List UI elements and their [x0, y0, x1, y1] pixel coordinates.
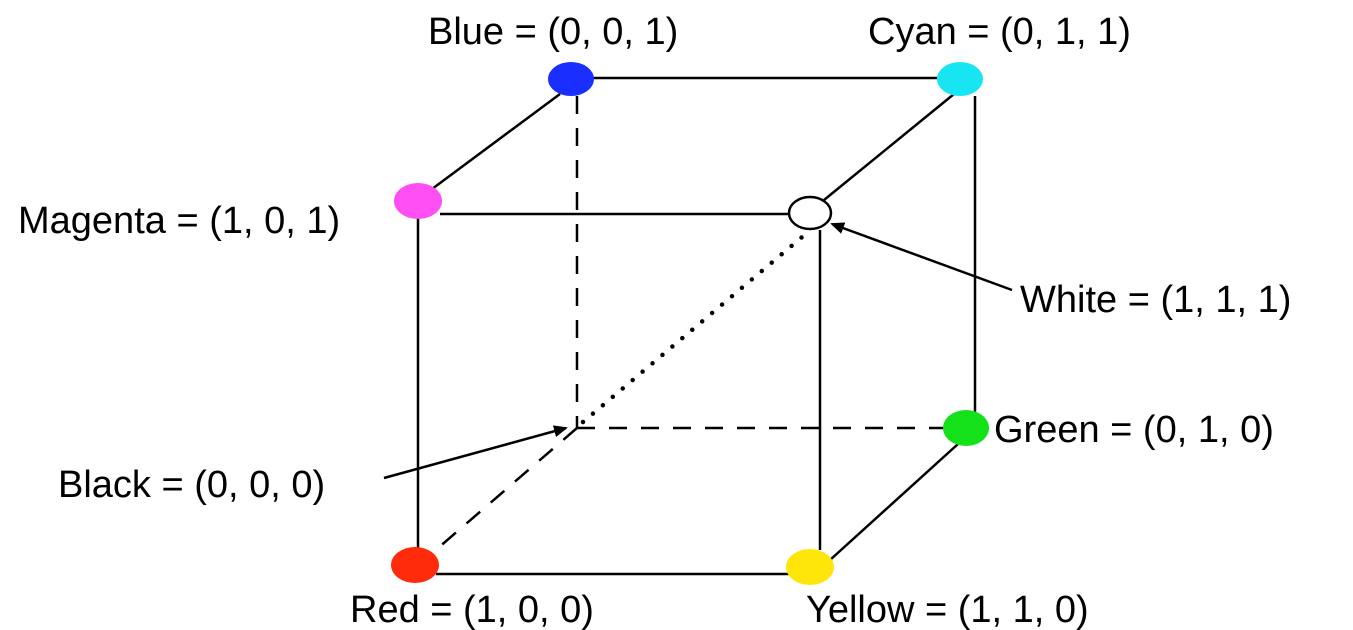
yellow-vertex-node — [786, 549, 834, 585]
magenta-vertex-node — [394, 183, 442, 219]
edge-cyan-white — [823, 93, 955, 201]
white-pointer-arrow — [830, 222, 1013, 292]
black-pointer-arrow — [383, 425, 568, 480]
black-vertex-label: Black = (0, 0, 0) — [58, 464, 325, 506]
cyan-vertex-label: Cyan = (0, 1, 1) — [868, 11, 1131, 53]
magenta-vertex-label: Magenta = (1, 0, 1) — [18, 200, 340, 242]
blue-vertex-label: Blue = (0, 0, 1) — [428, 11, 678, 53]
edge-blue-magenta — [427, 92, 561, 194]
white-vertex-node — [787, 195, 833, 231]
green-vertex-label: Green = (0, 1, 0) — [994, 409, 1274, 451]
blue-vertex-node — [548, 62, 594, 96]
edge-black-red — [429, 427, 578, 556]
yellow-vertex-label: Yellow = (1, 1, 0) — [806, 589, 1089, 630]
cyan-vertex-node — [937, 62, 983, 96]
white-vertex-label: White = (1, 1, 1) — [1020, 279, 1291, 321]
red-vertex-label: Red = (1, 0, 0) — [350, 589, 594, 630]
green-vertex-node — [943, 410, 989, 446]
red-vertex-node — [391, 547, 439, 583]
edge-green-yellow — [829, 443, 959, 561]
diagonal-black-white — [580, 229, 811, 425]
